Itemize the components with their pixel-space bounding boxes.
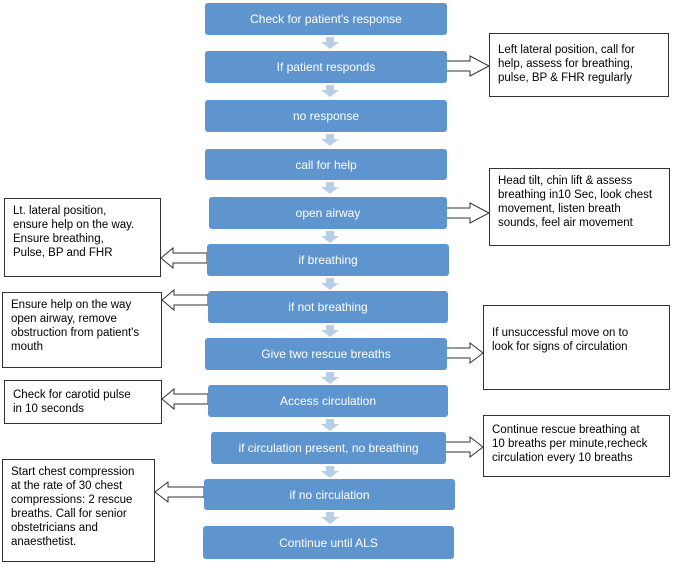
step-label: Access circulation	[279, 394, 377, 408]
note-line: ensure help on the way.	[13, 219, 135, 231]
note-line: obstetricians and	[11, 522, 98, 534]
step-label: open airway	[295, 206, 361, 220]
step-label: if no circulation	[289, 487, 370, 502]
note-line: Lt. lateral position,	[13, 205, 107, 217]
note-line: mouth	[11, 341, 43, 353]
side-arrows	[154, 55, 491, 504]
note-line: look for signs of circulation	[492, 341, 628, 353]
note-circulation: Check for carotid pulse in 10 seconds	[4, 380, 162, 424]
note-if-not-breathing: Ensure help on the way open airway, remo…	[2, 292, 162, 368]
note-line: breathing in10 Sec, look chest	[498, 189, 653, 201]
step-if-breathing: if breathing	[207, 244, 449, 276]
note-line: Continue rescue breathing at	[492, 424, 640, 436]
step-call-for-help: call for help	[205, 149, 447, 180]
step-label: call for help	[295, 157, 357, 172]
note-line: If unsuccessful move on to	[492, 327, 629, 339]
note-line: pulse, BP & FHR regularly	[498, 72, 633, 84]
left-arrow-circulation	[161, 387, 209, 411]
down-arrow-9	[321, 419, 339, 431]
step-rescue-breaths: Give two rescue breaths	[205, 338, 447, 370]
left-arrow-breathing	[160, 246, 208, 270]
note-line: movement, listen breath	[498, 203, 621, 215]
step-if-not-breathing: if not breathing	[208, 291, 448, 323]
note-line: sounds, feel air movement	[498, 217, 633, 229]
down-arrow-7	[321, 325, 339, 337]
step-label: If patient responds	[276, 60, 376, 74]
step-label: no response	[292, 109, 360, 123]
note-line: Left lateral position, call for	[498, 44, 635, 56]
note-line: help, assess for breathing,	[498, 58, 633, 70]
note-line: Ensure help on the way	[11, 299, 132, 311]
note-line: breaths. Call for senior	[11, 508, 127, 520]
step-label: Continue until ALS	[279, 535, 378, 550]
step-label: Check for patient's response	[250, 12, 402, 26]
note-if-breathing: Lt. lateral position, ensure help on the…	[4, 198, 161, 277]
note-line: 10 breaths per minute,recheck	[492, 438, 648, 450]
step-no-response: no response	[205, 100, 447, 132]
left-arrow-not-breathing	[161, 288, 209, 312]
left-arrow-no-circulation	[154, 480, 205, 504]
down-arrow-2	[321, 85, 339, 97]
note-rescue-breaths: If unsuccessful move on to look for sign…	[483, 305, 670, 390]
note-line: Ensure breathing,	[13, 233, 104, 245]
step-check-response: Check for patient's response	[205, 3, 447, 35]
note-patient-responds: Left lateral position, call for help, as…	[489, 33, 669, 97]
down-arrows	[321, 37, 339, 524]
note-line: in 10 seconds	[13, 403, 84, 415]
step-access-circulation: Access circulation	[208, 385, 448, 417]
step-label: Give two rescue breaths	[261, 347, 391, 361]
down-arrow-10	[321, 466, 339, 478]
step-label: if not breathing	[288, 300, 368, 314]
note-line: obstruction from patient's	[11, 327, 140, 339]
down-arrow-3	[321, 134, 339, 146]
down-arrow-6	[321, 278, 339, 290]
step-open-airway: open airway	[209, 197, 447, 229]
note-line: at the rate of 30 chest	[11, 480, 123, 492]
step-patient-responds: If patient responds	[205, 51, 447, 83]
step-no-circulation: if no circulation	[204, 479, 455, 510]
note-line: Start chest compression	[11, 466, 135, 478]
note-no-circulation: Start chest compression at the rate of 3…	[2, 459, 155, 562]
step-continue-als: Continue until ALS	[203, 526, 454, 559]
down-arrow-1	[321, 37, 339, 49]
note-open-airway: Head tilt, chin lift & assess breathing …	[489, 168, 670, 246]
down-arrow-8	[321, 372, 339, 384]
note-line: anaesthetist.	[11, 536, 77, 548]
step-circulation-present: if circulation present, no breathing	[211, 432, 446, 464]
down-arrow-5	[321, 231, 339, 243]
note-line: open airway, remove	[11, 313, 117, 325]
note-line: Head tilt, chin lift & assess	[498, 175, 633, 187]
down-arrow-4	[321, 182, 339, 194]
step-label: if circulation present, no breathing	[238, 441, 419, 455]
note-line: Check for carotid pulse	[13, 389, 131, 401]
note-line: circulation every 10 breaths	[492, 452, 633, 464]
note-line: Pulse, BP and FHR	[13, 247, 113, 259]
note-circulation-present: Continue rescue breathing at 10 breaths …	[483, 415, 670, 477]
note-line: compressions: 2 rescue	[11, 494, 133, 506]
down-arrow-11	[321, 512, 339, 524]
step-label: if breathing	[298, 253, 358, 267]
